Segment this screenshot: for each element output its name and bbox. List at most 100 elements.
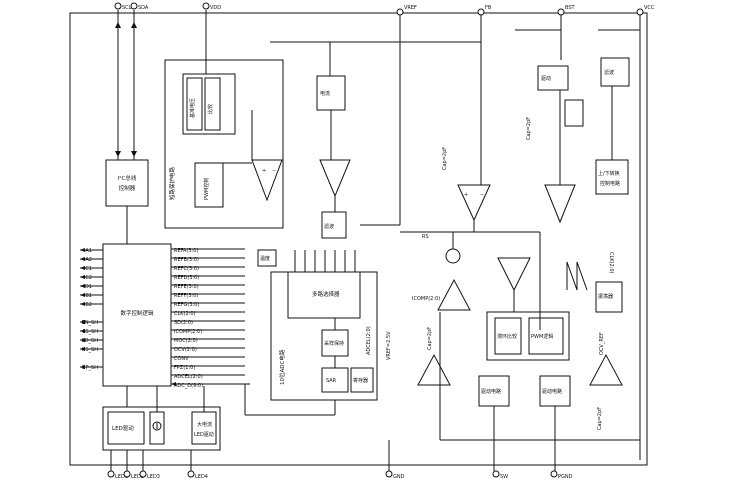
pin-label-led4: LED4 <box>195 474 208 480</box>
svg-text:滤波: 滤波 <box>324 223 334 230</box>
svg-text:EN_SH: EN_SH <box>82 320 99 326</box>
bigcurrent-label-2: LED驱动 <box>194 431 214 438</box>
bst-section: 驱动 Cap=2pF <box>515 15 584 224</box>
svg-text:ADCEL(2:0): ADCEL(2:0) <box>174 374 203 380</box>
driver2-label: 驱动电路 <box>542 388 562 395</box>
svg-text:滤波: 滤波 <box>604 69 614 76</box>
left-pin-group: A1 A2 C1 C2 D1 B1 B2 EN_SH LS_SH LD_SH H… <box>80 248 103 371</box>
svg-text:HS_SH: HS_SH <box>82 347 99 353</box>
svg-text:基准电压: 基准电压 <box>189 98 196 118</box>
svg-text:CLK(2:0): CLK(2:0) <box>608 252 614 274</box>
svg-text:REFG(3:0): REFG(3:0) <box>174 302 199 308</box>
svg-text:Cap=2pF: Cap=2pF <box>427 327 433 350</box>
svg-text:驱动: 驱动 <box>541 75 551 82</box>
svg-text:OCV_REF: OCV_REF <box>599 332 605 355</box>
svg-text:+: + <box>464 192 468 198</box>
svg-text:+: + <box>262 168 266 174</box>
svg-text:REFA(3:0): REFA(3:0) <box>174 248 198 254</box>
hysteresis-label: 滞环比较 <box>497 333 517 340</box>
svg-text:REFF(3:0): REFF(3:0) <box>174 293 198 299</box>
sar-label: SAR <box>326 378 337 384</box>
svg-text:D1: D1 <box>85 284 92 290</box>
pin-led4[interactable]: LED4 <box>187 470 208 480</box>
pin-scl[interactable]: SCL <box>114 2 132 11</box>
bottom-pins: LED1 LED2 LED3 LED4 GND SW PGND <box>107 470 573 480</box>
dc-ctrl-label-1: 上/下转换 <box>598 170 620 177</box>
pin-label-led3: LED3 <box>147 474 160 480</box>
led-driver-region: LED驱动 大电流 LED驱动 <box>102 386 221 471</box>
protection-label: 短路保护电路 <box>168 166 176 200</box>
dc-ctrl-label-2: 控制电路 <box>600 180 620 187</box>
svg-text:−: − <box>480 192 484 198</box>
svg-text:A2: A2 <box>85 257 92 263</box>
svg-text:OCV(2:0): OCV(2:0) <box>174 347 197 353</box>
svg-text:CLK(2:0): CLK(2:0) <box>174 311 196 317</box>
svg-text:CONV: CONV <box>174 356 189 362</box>
svg-text:REFB(3:0): REFB(3:0) <box>174 257 199 263</box>
svg-text:C1: C1 <box>85 266 92 272</box>
pin-label-led2: LED2 <box>131 474 144 480</box>
top-pins: SCL SDA VDD VREF FB BST VCC <box>114 2 655 16</box>
digital-logic-block: 数字控制逻辑 <box>102 243 172 387</box>
register-bus: REFA(3:0) REFB(3:0) REFC(3:0) REFD(3:0) … <box>171 248 250 389</box>
pin-sw[interactable]: SW <box>492 470 508 480</box>
driver1-label: 驱动电路 <box>481 388 501 395</box>
pin-vdd[interactable]: VDD <box>202 2 221 11</box>
pin-sda[interactable]: SDA <box>130 2 149 11</box>
svg-text:MOC(2:0): MOC(2:0) <box>174 338 198 344</box>
chip-outline <box>69 12 648 466</box>
comparator-chain: 电流 滤波 <box>270 41 481 239</box>
pwm-region: 振荡器 CLK(2:0) 滞环比较 PWM逻辑 驱动电路 驱动电路 ICOMP(… <box>412 232 640 471</box>
svg-text:−: − <box>272 168 276 174</box>
svg-text:VREF=2.5V: VREF=2.5V <box>386 331 392 360</box>
fb-amplifier: + − Cap=2pF <box>400 15 540 233</box>
bigcurrent-label-1: 大电流 <box>197 421 212 428</box>
i2c-controller-block: I²C总线 控制器 <box>105 10 149 244</box>
svg-text:REFE(3:0): REFE(3:0) <box>174 284 199 290</box>
vref-line <box>360 15 401 226</box>
svg-text:REFD(3:0): REFD(3:0) <box>174 275 199 281</box>
pin-label-scl: SCL <box>122 5 132 11</box>
adc-block: 多路选择器 采样保持 SAR 寄存器 10位ADC电路 温度 ADCEL(2:0… <box>244 249 392 416</box>
svg-text:REFC(3:0): REFC(3:0) <box>174 266 199 272</box>
temp-sensor-label: 温度 <box>260 255 270 262</box>
pin-label-vcc: VCC <box>644 5 655 11</box>
svg-text:ADCEL(2:0): ADCEL(2:0) <box>366 326 372 355</box>
led-driver-label: LED驱动 <box>112 425 134 432</box>
svg-text:SD(2:0): SD(2:0) <box>174 320 193 326</box>
vcc-section: 滤波 上/下转换 控制电路 <box>595 15 641 460</box>
pin-label-sw: SW <box>500 474 508 480</box>
pin-label-pgnd: PGND <box>558 474 573 480</box>
pin-label-led1: LED1 <box>115 474 128 480</box>
svg-text:电流: 电流 <box>320 90 330 97</box>
pin-label-bst: BST <box>565 5 576 11</box>
svg-text:控制器: 控制器 <box>119 184 136 192</box>
svg-text:Cap=2pF: Cap=2pF <box>442 147 448 170</box>
pin-label-vdd: VDD <box>210 5 221 11</box>
pin-gnd[interactable]: GND <box>385 470 405 480</box>
mux-label: 多路选择器 <box>312 290 340 298</box>
osc-label: 振荡器 <box>598 293 613 300</box>
svg-text:LS_SH: LS_SH <box>83 329 99 335</box>
svg-text:Cap=2pF: Cap=2pF <box>526 117 532 140</box>
svg-text:比较: 比较 <box>207 104 214 114</box>
pin-label-gnd: GND <box>393 474 405 480</box>
pwm-logic-label: PWM逻辑 <box>531 333 553 340</box>
svg-text:ICOMP(2:0): ICOMP(2:0) <box>174 329 202 335</box>
pin-pgnd[interactable]: PGND <box>550 470 573 480</box>
svg-text:PWM控制: PWM控制 <box>203 178 210 200</box>
svg-text:B2: B2 <box>85 302 92 308</box>
reg-label: 寄存器 <box>353 377 368 384</box>
short-protection-block: 基准电压 比较 PWM控制 + − 短路保护电路 <box>164 10 284 229</box>
pin-label-sda: SDA <box>138 5 149 11</box>
pin-label-fb: FB <box>485 5 492 11</box>
pin-vref[interactable]: VREF <box>396 5 417 16</box>
digital-logic-label: 数字控制逻辑 <box>120 309 154 317</box>
svg-text:Cap=2pF: Cap=2pF <box>597 407 603 430</box>
svg-text:ADC_D(9:0): ADC_D(9:0) <box>174 383 203 389</box>
svg-text:RS: RS <box>422 234 429 240</box>
svg-text:ICOMP(2:0): ICOMP(2:0) <box>412 296 440 302</box>
svg-text:C2: C2 <box>85 275 92 281</box>
svg-text:LD_SH: LD_SH <box>82 338 98 344</box>
